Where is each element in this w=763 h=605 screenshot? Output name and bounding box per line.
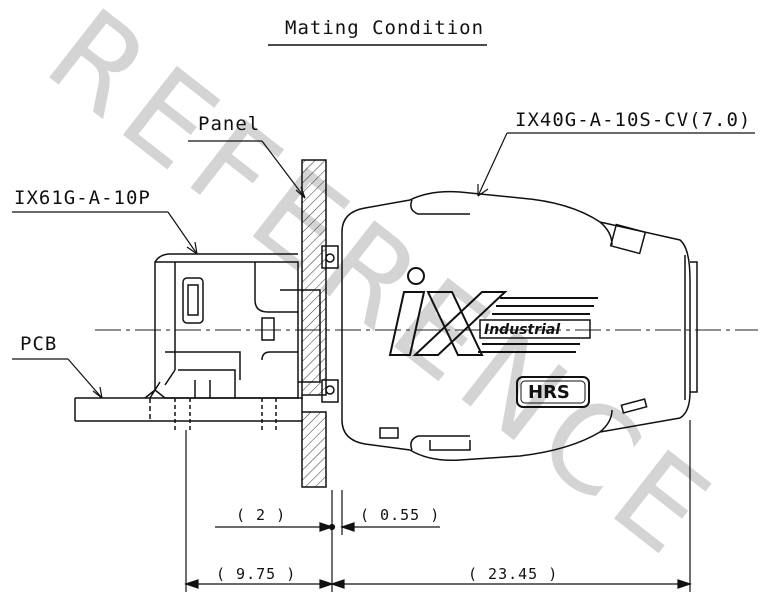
panel-leader [188, 140, 306, 199]
receptacle-leader [12, 211, 198, 255]
hrs-logo: HRS [516, 376, 590, 408]
panel-label: Panel [198, 113, 260, 135]
panel [301, 159, 327, 488]
drawing-title: Mating Condition [285, 17, 484, 39]
dimension-lines [184, 420, 692, 592]
plug-label: IX40G-A-10S-CV(7.0) [515, 109, 751, 131]
logo-industrial-text: Industrial [484, 322, 560, 338]
dimension-23-45: ( 23.45 ) [468, 565, 558, 583]
logo-x-stroke-1 [426, 291, 484, 356]
dimension-9-75: ( 9.75 ) [216, 565, 296, 583]
plug-leader [477, 132, 755, 197]
dimension-0-55: ( 0.55 ) [360, 506, 440, 524]
plug-connector [341, 190, 698, 462]
panel-gasket [321, 245, 339, 403]
dimension-2: ( 2 ) [236, 506, 286, 524]
pcb-board [74, 397, 303, 422]
logo-dot [407, 267, 425, 285]
pcb-label: PCB [20, 333, 57, 355]
logo-i-stroke [388, 291, 426, 356]
receptacle-connector [144, 253, 321, 430]
hrs-logo-text: HRS [528, 382, 570, 403]
pcb-leader [12, 358, 103, 399]
logo-x-stroke-2 [412, 291, 508, 356]
ix-industrial-logo: Industrial [388, 267, 598, 356]
receptacle-label: IX61G-A-10P [14, 187, 151, 209]
watermark-text: REFERENCE [22, 0, 740, 587]
